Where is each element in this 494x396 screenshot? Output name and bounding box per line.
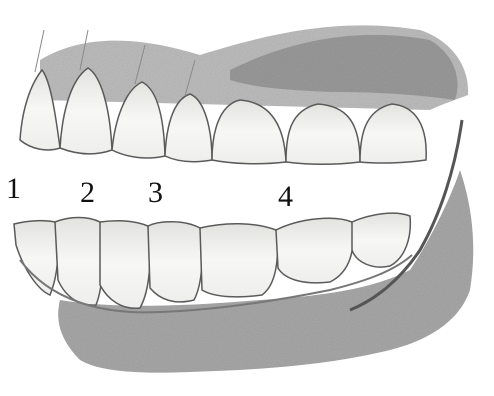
lower-tooth-incisor-2 <box>55 218 103 306</box>
upper-tooth-molar-1 <box>286 104 360 164</box>
number-labels: 1 2 3 4 <box>6 172 293 213</box>
upper-tooth-premolar-2 <box>212 100 286 164</box>
lower-tooth-premolar-2 <box>200 224 277 297</box>
label-3: 3 <box>148 176 163 209</box>
label-4: 4 <box>278 180 293 213</box>
lower-tooth-molar-1 <box>276 218 353 283</box>
lower-tooth-canine <box>100 221 150 308</box>
lower-tooth-incisor-1 <box>14 221 58 295</box>
lower-tooth-premolar-1 <box>148 222 202 302</box>
lower-tooth-molar-2 <box>352 213 410 267</box>
label-2: 2 <box>80 176 95 209</box>
upper-tooth-molar-2 <box>360 104 426 163</box>
label-1: 1 <box>6 172 21 205</box>
